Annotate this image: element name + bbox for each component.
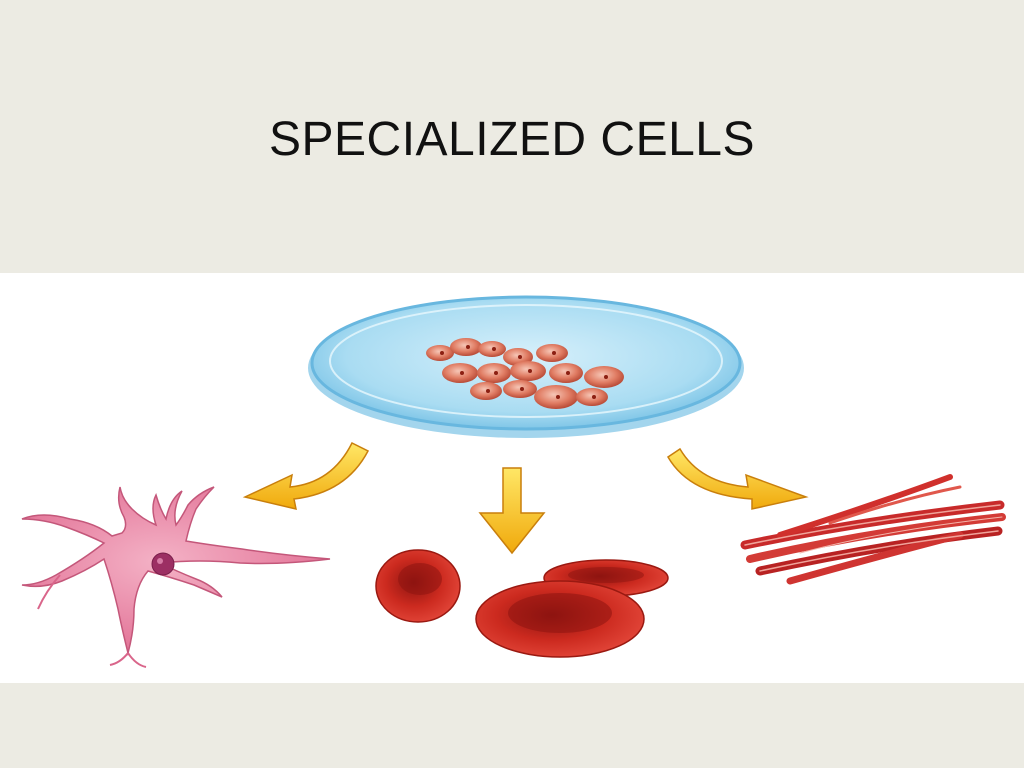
arrow-to-red-blood-cells xyxy=(478,467,546,555)
stem-cell-cluster xyxy=(426,338,624,409)
red-blood-cells xyxy=(375,549,669,658)
cell-differentiation-figure xyxy=(0,273,1024,683)
nucleus xyxy=(151,552,175,576)
arrow-to-nerve-cell xyxy=(242,441,370,510)
muscle-fibers xyxy=(740,474,1006,585)
figure-canvas xyxy=(21,295,1006,668)
red-blood-cell xyxy=(475,580,645,658)
red-blood-cell xyxy=(375,549,461,623)
nerve-cell xyxy=(21,486,331,668)
slide-title: SPECIALIZED CELLS xyxy=(268,113,755,166)
arrow-to-muscle-fibers xyxy=(666,447,809,510)
